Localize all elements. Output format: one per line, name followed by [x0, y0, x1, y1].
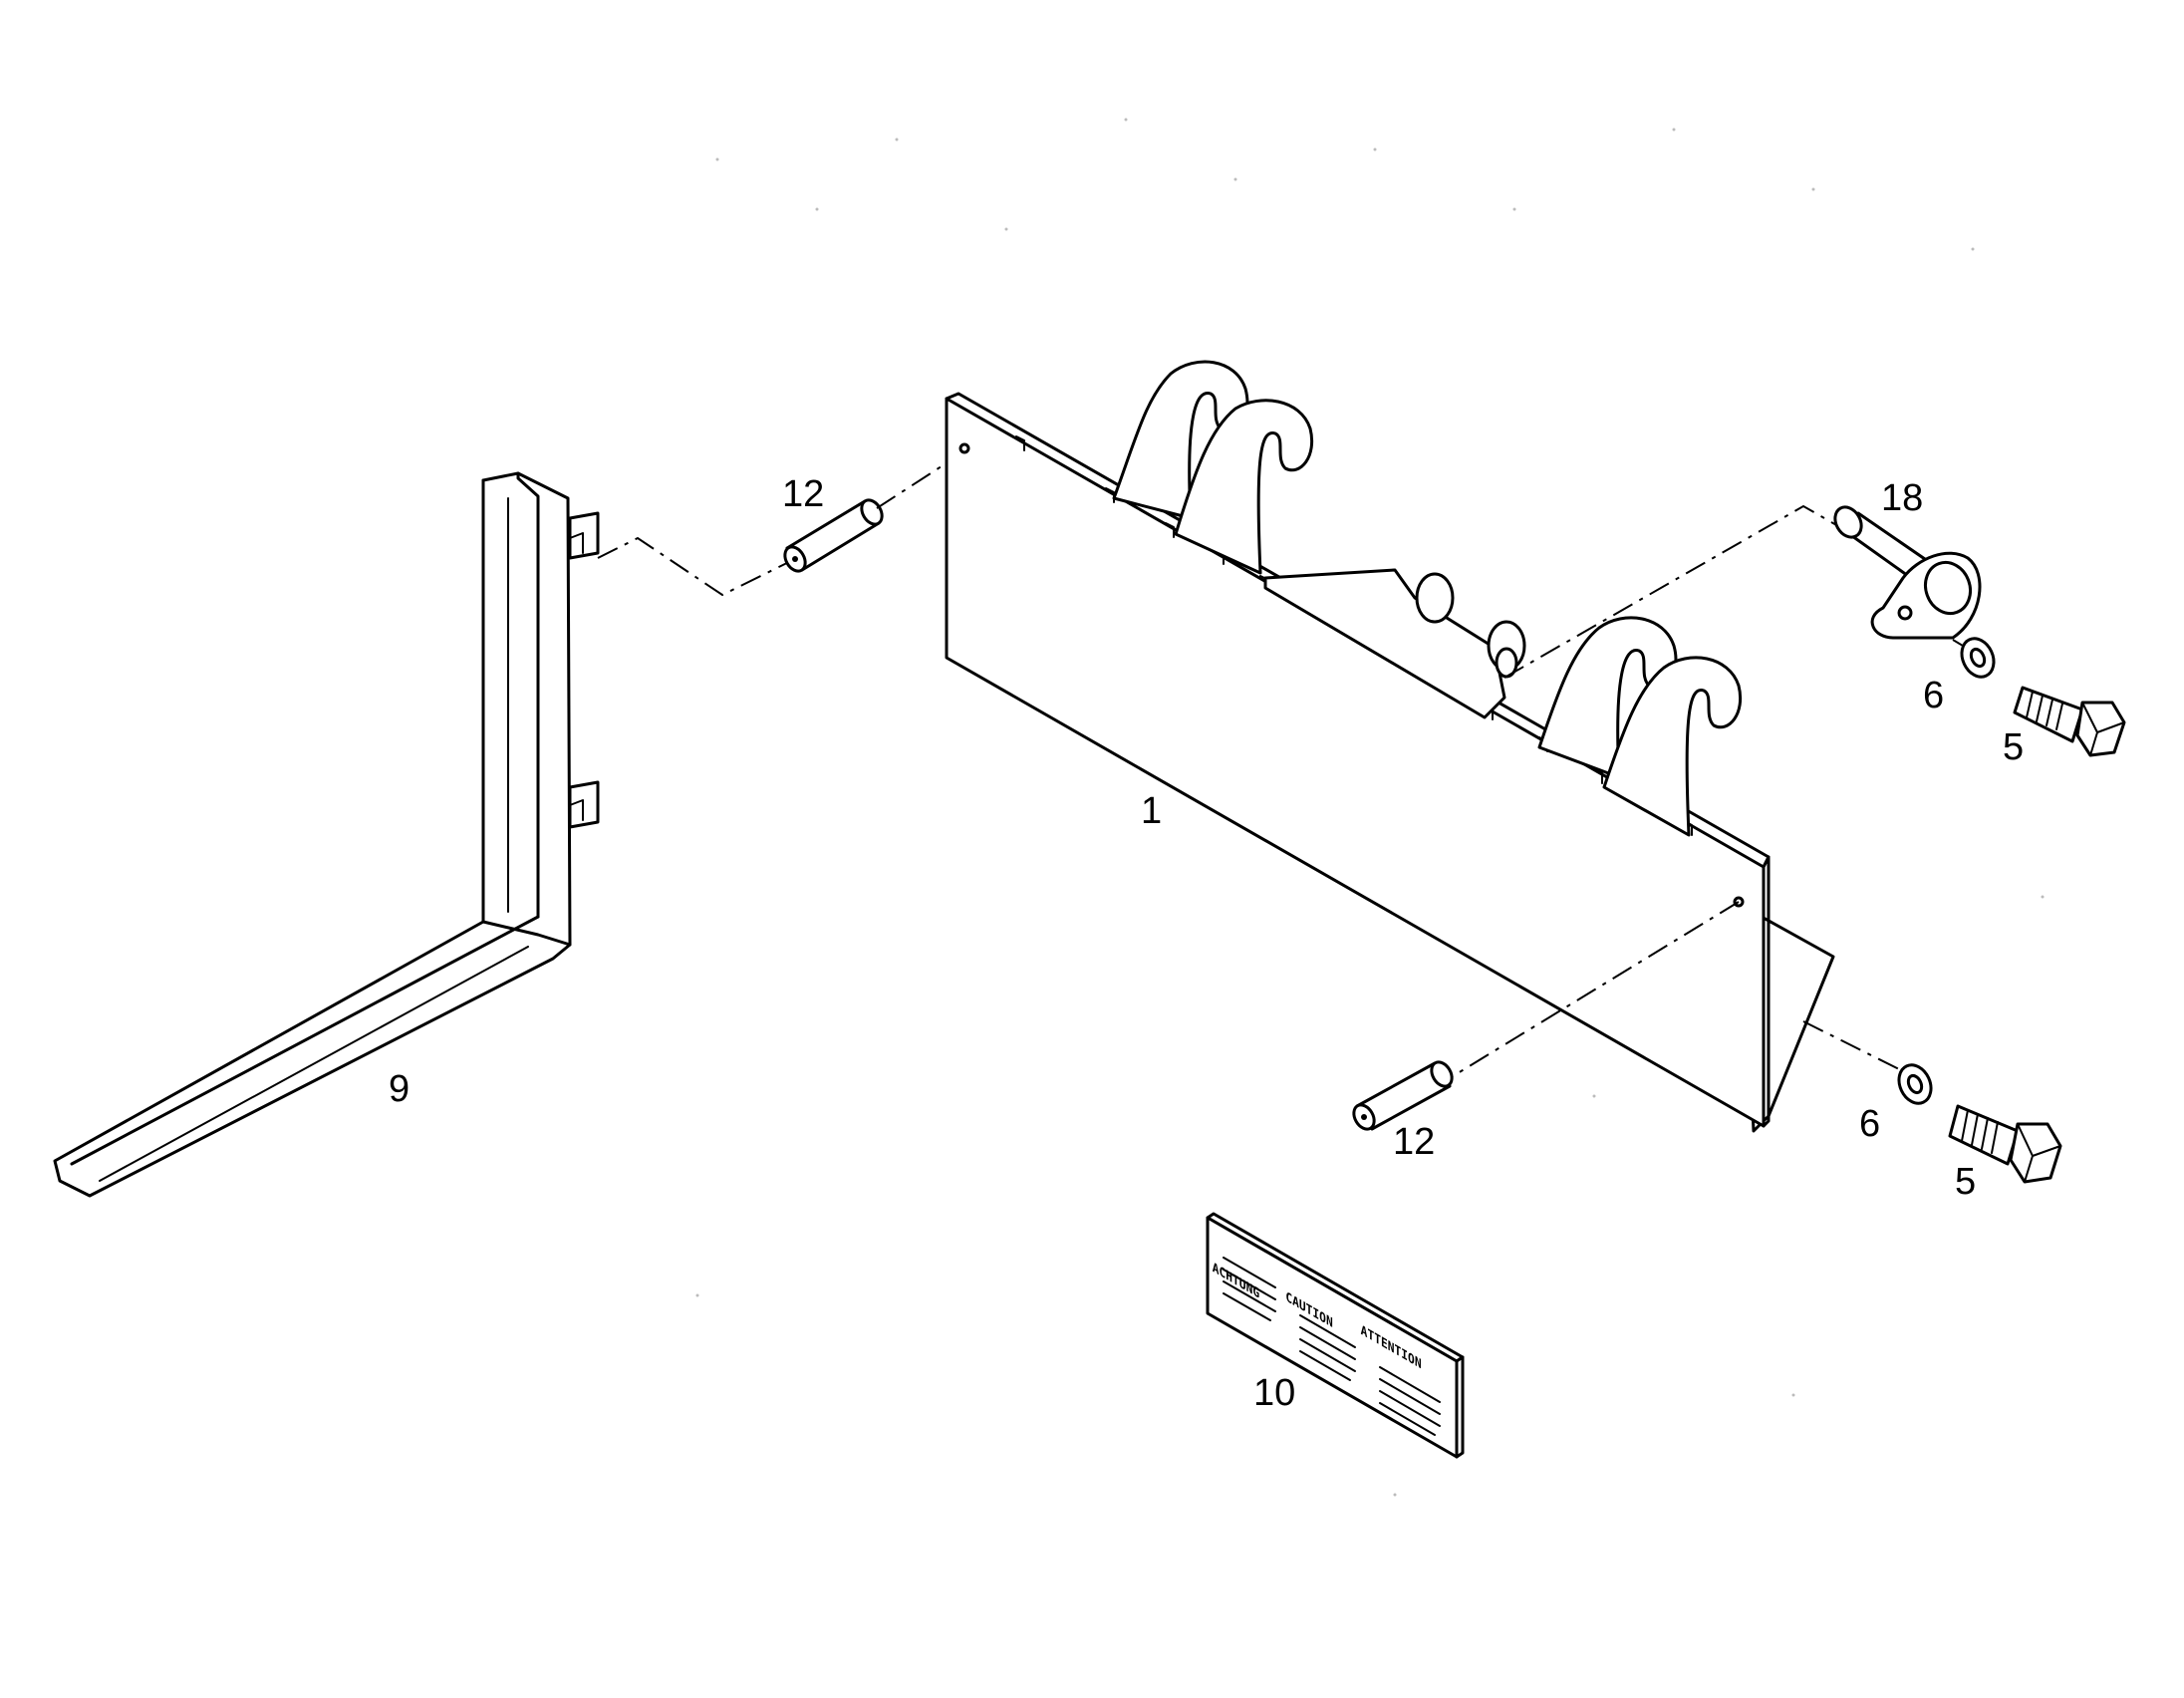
callout-12-upper: 12	[782, 473, 824, 515]
right-hook-pair	[1537, 616, 1742, 837]
callout-labels: 1 5 5 6 6 9 10 12 12 18	[389, 473, 2024, 1414]
center-cylinder-mount	[1263, 568, 1526, 719]
callout-9: 9	[389, 1068, 410, 1110]
callout-6-lower: 6	[1859, 1103, 1880, 1145]
guide-line-pin-18	[1503, 504, 1839, 679]
fork-part-9	[53, 471, 600, 1198]
paper-texture	[695, 118, 2045, 1497]
callout-5-upper: 5	[2003, 726, 2024, 768]
left-hook-pair	[1112, 360, 1313, 575]
callout-10: 10	[1253, 1372, 1295, 1414]
bolt-5-upper	[2013, 686, 2126, 757]
roll-pin-12-upper	[783, 498, 884, 573]
guide-line-fork	[597, 536, 798, 597]
label-text-lines	[1223, 1257, 1441, 1436]
washer-6-lower	[1897, 1063, 1933, 1105]
callout-1: 1	[1141, 790, 1162, 832]
guide-line-pin-lower	[1444, 901, 1740, 1082]
roll-pin-12-lower	[1352, 1060, 1454, 1131]
callout-12-lower: 12	[1393, 1121, 1435, 1163]
frame-part-1	[945, 360, 1835, 1133]
flanged-pin-18	[1833, 505, 1982, 640]
bolt-5-lower	[1948, 1104, 2062, 1184]
callout-6-upper: 6	[1923, 675, 1944, 716]
warning-label-part-10: ACHTUNG CAUTION ATTENTION	[1206, 1212, 1465, 1459]
guide-line-bolt-lower	[1802, 1020, 1904, 1072]
washer-6-upper	[1960, 637, 1996, 679]
callout-5-lower: 5	[1955, 1161, 1976, 1203]
callout-18: 18	[1881, 477, 1923, 519]
